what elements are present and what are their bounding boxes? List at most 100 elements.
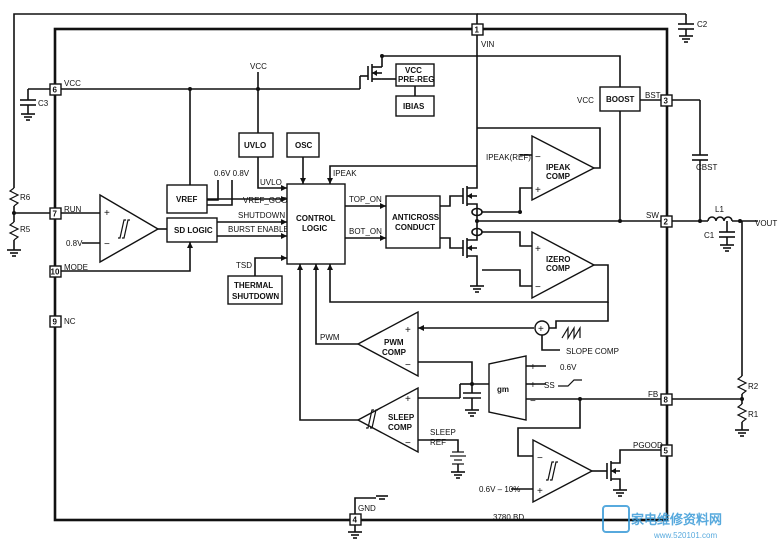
gm-label: gm	[497, 385, 509, 394]
boost-block: BOOST	[599, 86, 641, 112]
ipeak-comp-line2: COMP	[546, 172, 571, 181]
gm-ref-label: 0.6V	[560, 363, 577, 372]
c3-label: C3	[38, 99, 49, 108]
pin-9-number: 9	[53, 318, 58, 327]
thermal-line1: THERMAL	[234, 281, 273, 290]
anticross-block: ANTICROSS CONDUCT	[385, 195, 441, 249]
svg-text:−: −	[537, 453, 543, 464]
vcc-prereg-line2: PRE-REG	[398, 75, 434, 84]
pin-6-label: VCC	[64, 79, 81, 88]
ipeak-comparator: − + IPEAK COMP	[531, 134, 596, 202]
sleep-ref-line2: REF	[430, 438, 446, 447]
svg-text:−: −	[405, 360, 411, 371]
cbst-label: CBST	[696, 163, 717, 172]
pin-5-label: PGOOD	[633, 441, 663, 450]
vref-block: VREF	[166, 184, 208, 214]
boost-label: BOOST	[606, 95, 635, 104]
svg-text:+: +	[535, 244, 541, 255]
slope-comp-label: SLOPE COMP	[566, 347, 619, 356]
r5-label: R5	[20, 225, 31, 234]
l1-label: L1	[715, 205, 724, 214]
osc-label: OSC	[295, 141, 313, 150]
sd-logic-label: SD LOGIC	[174, 226, 213, 235]
svg-text:−: −	[535, 152, 541, 163]
vcc-top-label: VCC	[250, 62, 267, 71]
c3-capacitor: C3	[20, 99, 49, 121]
pin-1-number: 1	[475, 26, 480, 35]
gm-amplifier: gm + + −	[488, 355, 536, 421]
run-comparator: + −	[99, 193, 160, 264]
burst-enable-label: BURST ENABLE	[228, 225, 289, 234]
control-logic-line2: LOGIC	[302, 224, 328, 233]
pin-6-number: 6	[53, 86, 58, 95]
ibias-label: IBIAS	[403, 102, 425, 111]
pin-3-number: 3	[664, 97, 669, 106]
uvlo-block: UVLO	[238, 132, 274, 158]
c1-capacitor: C1	[704, 231, 735, 252]
anticross-line1: ANTICROSS	[392, 213, 440, 222]
vout-label: VOUT	[755, 219, 777, 228]
svg-text:+: +	[537, 486, 543, 497]
sleep-comparator: + − SLEEP COMP	[356, 386, 419, 454]
sd-logic-block: SD LOGIC	[166, 217, 218, 243]
c2-capacitor: C2	[678, 20, 708, 43]
run-ref-label: 0.8V	[66, 239, 83, 248]
uvlo-label: UVLO	[244, 141, 266, 150]
ipeak-ref-label: IPEAK(REF)	[486, 153, 531, 162]
pin-8-label: FB	[648, 390, 658, 399]
svg-text:+: +	[405, 394, 411, 405]
izero-comp-line1: IZERO	[546, 255, 570, 264]
vcc-prereg-line1: VCC	[405, 66, 422, 75]
ramp-symbol	[561, 325, 581, 341]
r1-label: R1	[748, 410, 759, 419]
r1-resistor: R1	[736, 403, 759, 423]
thermal-line2: SHUTDOWN	[232, 292, 279, 301]
pin-5-number: 5	[664, 447, 669, 456]
pin-2-label: SW	[646, 211, 659, 220]
pin-10-number: 10	[51, 268, 60, 277]
thermal-shutdown-block: THERMAL SHUTDOWN	[227, 275, 283, 305]
izero-comp-line2: COMP	[546, 264, 571, 273]
pwm-comp-line2: COMP	[382, 348, 407, 357]
svg-text:−: −	[104, 239, 110, 250]
svg-text:−: −	[530, 396, 536, 407]
osc-block: OSC	[286, 132, 320, 158]
part-code-label: 3780 BD	[493, 513, 524, 522]
cbst-capacitor: CBST	[692, 154, 717, 172]
pin-1-label: VIN	[481, 40, 495, 49]
sleep-comp-line1: SLEEP	[388, 413, 415, 422]
c1-label: C1	[704, 231, 715, 240]
r6-resistor: R6	[8, 187, 31, 207]
pin-9-label: NC	[64, 317, 76, 326]
pin-8-number: 8	[664, 396, 669, 405]
ss-label: SS	[544, 381, 555, 390]
vcc-prereg-block: VCC PRE-REG	[395, 63, 435, 87]
izero-comparator: + − IZERO COMP	[531, 230, 596, 300]
control-logic-block: CONTROL LOGIC	[286, 183, 346, 265]
summing-junction: +	[534, 320, 550, 336]
ibias-block: IBIAS	[395, 95, 435, 117]
r6-label: R6	[20, 193, 31, 202]
r2-label: R2	[748, 382, 759, 391]
shutdown-label: SHUTDOWN	[238, 211, 285, 220]
r5-resistor: R5	[8, 221, 31, 241]
pgood-ref-label: 0.6V – 10%	[479, 485, 520, 494]
svg-text:+: +	[538, 324, 544, 335]
pin-10-label: MODE	[64, 263, 88, 272]
svg-text:+: +	[530, 362, 536, 373]
pin-9-nc: 9 NC	[49, 315, 76, 328]
bottom-nmos	[462, 221, 478, 286]
gnd-ground-inner	[376, 495, 388, 500]
watermark-url: www.520101.com	[653, 531, 717, 540]
pin-4-label: GND	[358, 504, 376, 513]
vcc-boost-label: VCC	[577, 96, 594, 105]
svg-text:+: +	[405, 325, 411, 336]
svg-text:−: −	[405, 438, 411, 449]
r2-resistor: R2	[736, 375, 759, 395]
c2-label: C2	[697, 20, 708, 29]
tsd-label: TSD	[236, 261, 252, 270]
pwm-comp-line1: PWM	[384, 338, 404, 347]
l1-inductor: L1	[707, 205, 733, 222]
watermark-text: 家电维修资料网	[631, 512, 722, 527]
